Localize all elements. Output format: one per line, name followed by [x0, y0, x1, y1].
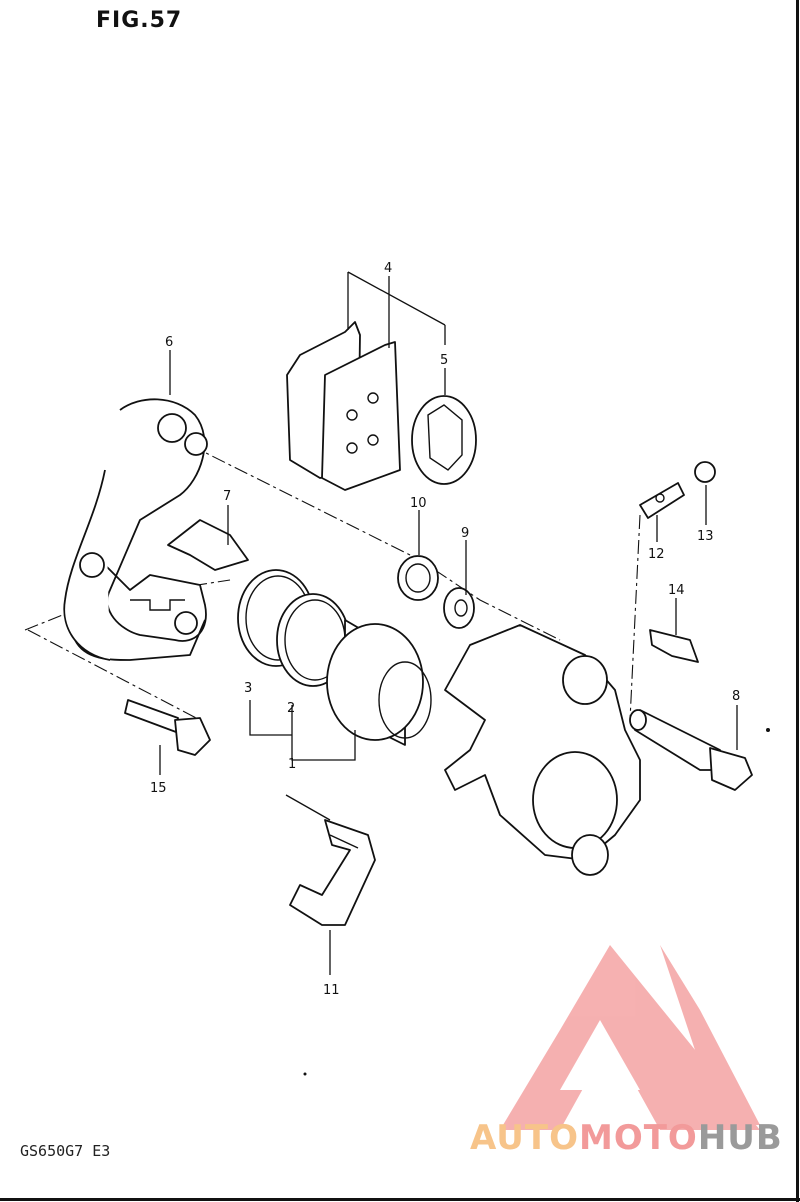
bracket-bolt [124, 699, 211, 756]
watermark-brand-moto: MOTO [578, 1118, 698, 1158]
callout-5: 5 [440, 353, 448, 368]
caliper-bracket [63, 398, 208, 661]
centerline-bleeder [629, 514, 641, 721]
watermark-logo [500, 945, 760, 1130]
callout-1: 1 [288, 757, 296, 772]
figure-title: FIG.57 [96, 8, 183, 33]
piston [326, 619, 432, 746]
callout-11: 11 [323, 983, 340, 998]
pad-shim [411, 395, 477, 485]
bottom-border [0, 1198, 800, 1201]
watermark-brand: AUTOMOTOHUB [470, 1118, 783, 1158]
callout-6: 6 [165, 335, 173, 350]
callout-4: 4 [384, 261, 392, 276]
stray-dot [766, 728, 770, 732]
stray-dot-lower [303, 1072, 307, 1076]
model-code: GS650G7 E3 [20, 1142, 111, 1160]
leader-4 [347, 271, 446, 348]
bleeder-cap [694, 461, 716, 483]
callout-3: 3 [244, 681, 252, 696]
pin-boot [397, 555, 439, 601]
callout-7: 7 [223, 489, 231, 504]
centerline-pin-upper [189, 444, 561, 641]
centerline-left [27, 629, 201, 721]
retaining-clip [649, 629, 699, 663]
callout-12: 12 [648, 547, 665, 562]
callout-10: 10 [410, 496, 427, 511]
pin-seal [443, 587, 475, 629]
right-border [796, 0, 799, 1202]
watermark-brand-hub: HUB [697, 1118, 783, 1158]
callout-15: 15 [150, 781, 167, 796]
pad-retainer [289, 819, 376, 926]
leader-11 [285, 794, 331, 975]
callout-13: 13 [697, 529, 714, 544]
leader-1-2-3 [249, 700, 356, 761]
pad-spring [167, 519, 249, 571]
callout-8: 8 [732, 689, 740, 704]
slide-pin [629, 709, 753, 791]
caliper-body [444, 624, 641, 876]
callout-14: 14 [668, 583, 685, 598]
callout-9: 9 [461, 526, 469, 541]
brake-pads [286, 321, 401, 491]
watermark-brand-auto: AUTO [470, 1118, 579, 1158]
bleeder-valve [639, 482, 685, 519]
callout-2: 2 [287, 701, 295, 716]
